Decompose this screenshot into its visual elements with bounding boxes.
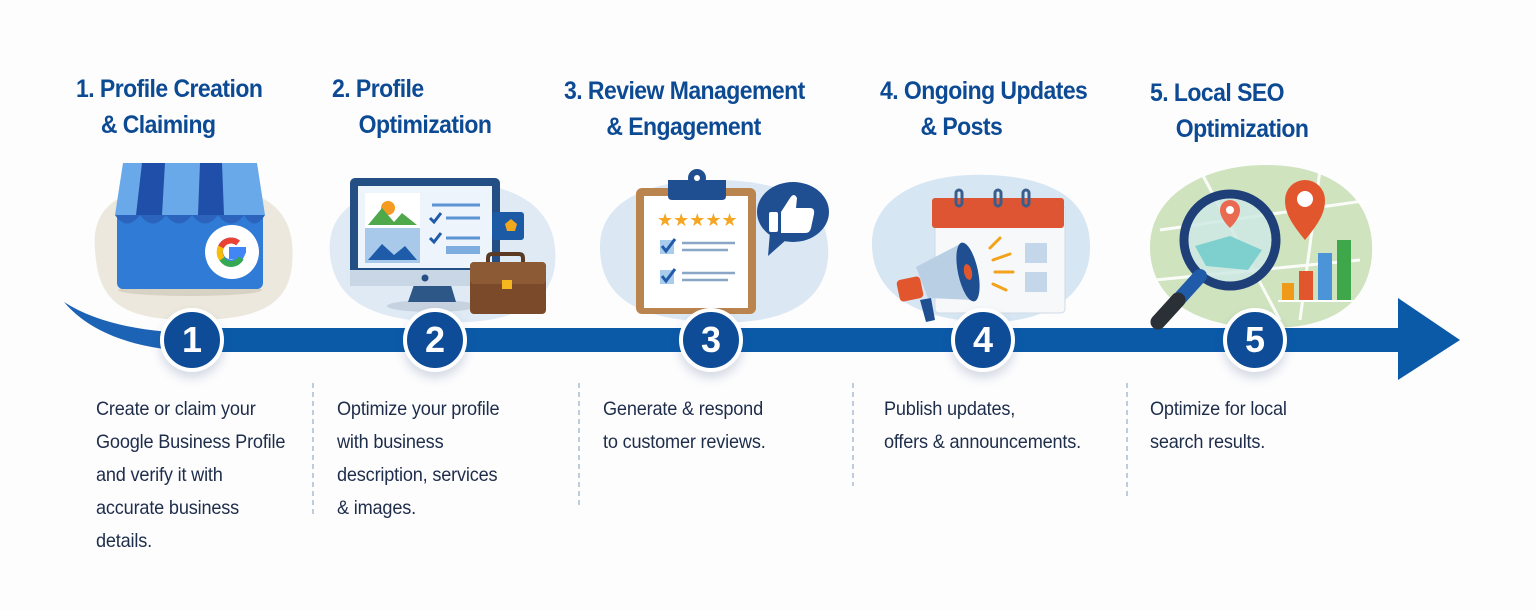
step-5-description: Optimize for local search results. xyxy=(1150,393,1287,459)
step-1-desc-line: Create or claim your xyxy=(96,398,256,420)
step-3-desc-line: Generate & respond xyxy=(603,398,763,420)
step-1-desc-line: details. xyxy=(96,530,152,552)
calendar-megaphone-icon xyxy=(896,188,1066,322)
step-1-desc-line: accurate business xyxy=(96,497,240,519)
step-1-title-line1: 1. Profile Creation xyxy=(76,75,263,103)
step-1-desc-line: and verify it with xyxy=(96,464,223,486)
step-3-title-line2: & Engagement xyxy=(606,113,761,141)
step-4-desc-line: offers & announcements. xyxy=(884,431,1082,453)
map-magnifier-chart-icon xyxy=(1150,169,1371,330)
step-1-number-badge: 1 xyxy=(160,308,224,372)
step-1-desc-line: Google Business Profile xyxy=(96,431,286,453)
step-4-title-line1: 4. Ongoing Updates xyxy=(880,77,1088,105)
timeline-bar xyxy=(190,328,1410,352)
step-2-title-line1: 2. Profile xyxy=(332,75,424,103)
step-3-number-badge: 3 xyxy=(679,308,743,372)
step-2-number-badge: 2 xyxy=(403,308,467,372)
step-5-number-badge: 5 xyxy=(1223,308,1287,372)
step-5-desc-line: Optimize for local xyxy=(1150,398,1287,420)
clipboard-rating-thumbsup-icon: ★★★★★ xyxy=(636,169,829,314)
step-2-desc-line: & images. xyxy=(337,497,416,519)
svg-text:★★★★★: ★★★★★ xyxy=(657,210,738,231)
step-5-title-line1: 5. Local SEO xyxy=(1150,79,1285,107)
step-2-title-line2: Optimization xyxy=(358,111,492,139)
step-5-title-line2: Optimization xyxy=(1175,115,1309,143)
monitor-briefcase-icon xyxy=(350,178,546,314)
step-3-desc-line: to customer reviews. xyxy=(603,431,766,453)
step-4-title: 4. Ongoing Updates & Posts xyxy=(880,73,1088,145)
timeline-arrowhead xyxy=(1398,298,1460,380)
step-3-description: Generate & respond to customer reviews. xyxy=(603,393,766,459)
storefront-google-icon xyxy=(115,163,265,296)
step-4-number-badge: 4 xyxy=(951,308,1015,372)
step-2-desc-line: description, services xyxy=(337,464,498,486)
step-1-description: Create or claim your Google Business Pro… xyxy=(96,393,285,558)
step-2-title: 2. Profile Optimization xyxy=(332,71,492,143)
step-4-desc-line: Publish updates, xyxy=(884,398,1016,420)
step-1-title-line2: & Claiming xyxy=(100,111,216,139)
step-4-title-line2: & Posts xyxy=(920,113,1003,141)
step-3-title: 3. Review Management & Engagement xyxy=(564,73,805,145)
step-2-desc-line: Optimize your profile xyxy=(337,398,500,420)
step-1-title: 1. Profile Creation & Claiming xyxy=(76,71,263,143)
step-2-desc-line: with business xyxy=(337,431,444,453)
step-5-desc-line: search results. xyxy=(1150,431,1266,453)
step-3-title-line1: 3. Review Management xyxy=(564,77,805,105)
step-5-title: 5. Local SEO Optimization xyxy=(1150,75,1309,147)
step-4-description: Publish updates, offers & announcements. xyxy=(884,393,1081,459)
step-2-description: Optimize your profile with business desc… xyxy=(337,393,500,525)
